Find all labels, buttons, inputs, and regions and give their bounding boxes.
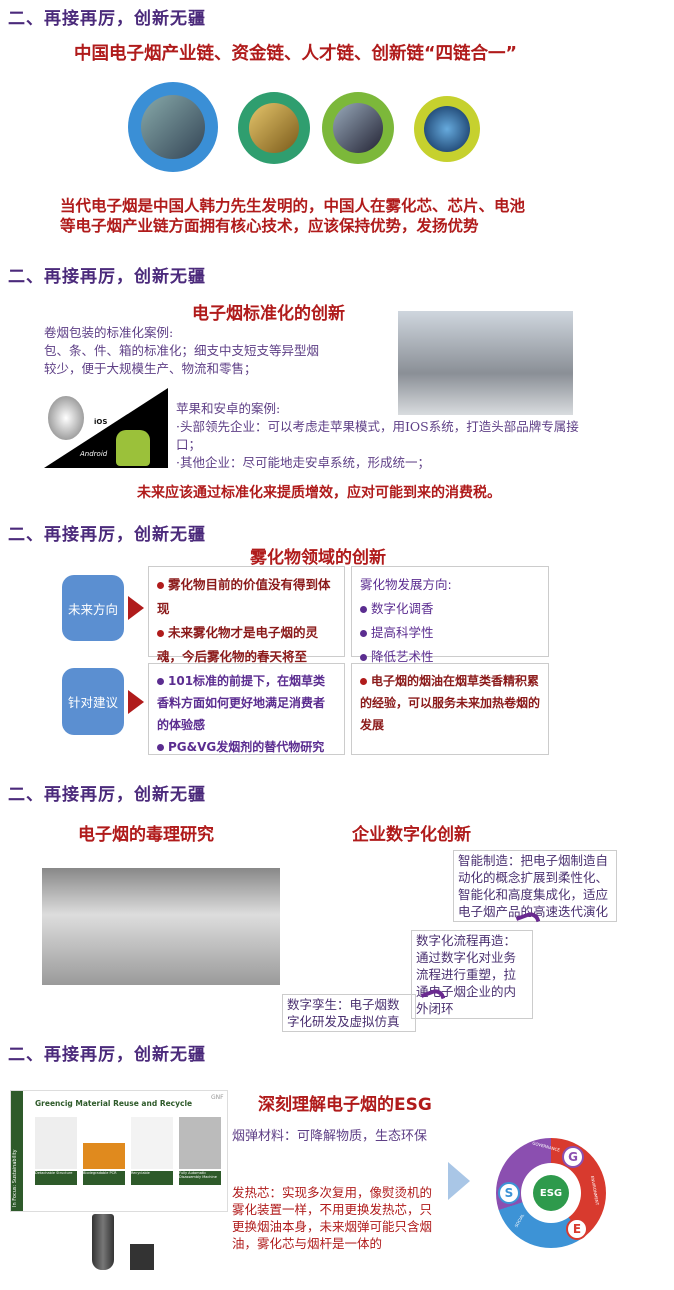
section-heading: 二、再接再厉，创新无疆 xyxy=(8,1045,206,1065)
section-heading: 二、再接再厉，创新无疆 xyxy=(8,785,206,805)
ios-android-logo: iOS Android xyxy=(44,388,168,468)
chevron-right-icon xyxy=(448,1162,470,1200)
esg-center: ESG xyxy=(533,1175,569,1211)
bullet-item: PG&VG发烟剂的替代物研究 xyxy=(157,736,336,758)
esg-g: G xyxy=(562,1146,584,1168)
bullet-item: 电子烟的烟油在烟草类香精积累的经验，可以服务未来加热卷烟的发展 xyxy=(360,674,541,732)
s2-conclusion: 未来应该通过标准化来提质增效，应对可能到来的消费税。 xyxy=(137,485,501,501)
image-step: Biodegradable PCR xyxy=(83,1171,125,1185)
step-smart-manufacturing: 智能制造：把电子烟制造自动化的概念扩展到柔性化、智能化和高度集成化，适应电子烟产… xyxy=(453,850,617,922)
image-title: Greencig Material Reuse and Recycle xyxy=(35,1099,193,1108)
image-step: Fully Automatic Disassembly Machine xyxy=(179,1171,221,1185)
cartridge-text: 烟弹材料：可降解物质，生态环保 xyxy=(232,1129,428,1144)
esg-cycle-diagram: ESG G E S GOVERNANCE ENVIRONMENT SOCIAL xyxy=(496,1138,606,1248)
heater-text: 发热芯：实现多次复用，像熨烫机的雾化装置一样，不用更换发热芯，只更换烟油本身，未… xyxy=(232,1185,433,1251)
governance-label: GOVERNANCE xyxy=(531,1140,561,1153)
label-future-direction: 未来方向 xyxy=(62,575,124,641)
esg-s: S xyxy=(498,1182,520,1204)
ios-label: iOS xyxy=(94,418,108,426)
box-heading: 雾化物发展方向: xyxy=(360,577,452,592)
digital-title: 企业数字化创新 xyxy=(352,825,471,845)
section-heading: 二、再接再厉，创新无疆 xyxy=(8,525,206,545)
bullet-item: 未来雾化物才是电子烟的灵魂，今后雾化物的春天将至 xyxy=(157,625,319,664)
industry-gear-icon xyxy=(128,82,218,172)
bullet-item: 降低艺术性 xyxy=(360,645,540,669)
factory-photo xyxy=(398,311,573,415)
slide-title: 雾化物领域的创新 xyxy=(250,548,386,568)
innovation-bulb-gear-icon xyxy=(414,96,480,162)
image-side-label: In Focus: Sustainability xyxy=(12,1149,18,1207)
s1-text: 当代电子烟是中国人韩力先生发明的，中国人在雾化芯、芯片、电池等电子烟产业链方面拥… xyxy=(60,197,526,235)
section-heading: 二、再接再厉，创新无疆 xyxy=(8,267,206,287)
greencig-recycle-image: In Focus: Sustainability Greencig Materi… xyxy=(10,1090,228,1212)
lab-photo xyxy=(42,868,280,985)
text-line: 卷烟包装的标准化案例: xyxy=(44,325,174,340)
bullet-item: 提高科学性 xyxy=(360,621,540,645)
apple-icon xyxy=(48,396,84,440)
text-line: 包、条、件、箱的标准化；细支中支短支等异型烟 xyxy=(44,343,320,358)
text-line: ·头部领先企业：可以考虑走苹果模式，用IOS系统，打造头部品牌专属接口； xyxy=(176,419,579,452)
step-process-reengineering: 数字化流程再造：通过数字化对业务流程进行重塑，拉通电子烟企业的内外闭环 xyxy=(411,930,533,1019)
image-step: Recyclable xyxy=(131,1171,173,1185)
slide-title: 电子烟标准化的创新 xyxy=(192,304,345,324)
image-step: Detachable Structure xyxy=(35,1171,77,1185)
android-icon xyxy=(116,430,150,466)
image-brand: GNF xyxy=(211,1094,224,1101)
bullet-item: 101标准的前提下，在烟草类香料方面如何更好地满足消费者的体验感 xyxy=(157,674,326,732)
esg-e: E xyxy=(566,1218,588,1240)
android-label: Android xyxy=(80,450,108,458)
slide-title: 中国电子烟产业链、资金链、人才链、创新链“四链合一” xyxy=(74,44,518,64)
coil-image xyxy=(130,1244,154,1270)
text-line: 苹果和安卓的案例: xyxy=(176,401,281,416)
arrow-right-icon xyxy=(128,596,144,620)
bullet-item: 数字化调香 xyxy=(360,597,540,621)
label-suggestions: 针对建议 xyxy=(62,668,124,735)
money-gear-icon xyxy=(238,92,310,164)
step-digital-twin: 数字孪生：电子烟数字化研发及虚拟仿真 xyxy=(282,994,416,1032)
talent-gear-icon xyxy=(322,92,394,164)
arrow-right-icon xyxy=(128,690,144,714)
social-label: SOCIAL xyxy=(513,1212,526,1229)
bullet-item: 雾化物目前的价值没有得到体现 xyxy=(157,577,331,616)
toxicology-title: 电子烟的毒理研究 xyxy=(78,825,214,845)
slide-title: 深刻理解电子烟的ESG xyxy=(258,1095,432,1115)
text-line: ·其他企业：尽可能地走安卓系统，形成统一； xyxy=(176,455,430,470)
environment-label: ENVIRONMENT xyxy=(589,1175,600,1206)
cartridge-image xyxy=(92,1214,114,1270)
text-line: 较少，便于大规模生产、物流和零售； xyxy=(44,361,257,376)
section-heading: 二、再接再厉，创新无疆 xyxy=(8,9,206,29)
